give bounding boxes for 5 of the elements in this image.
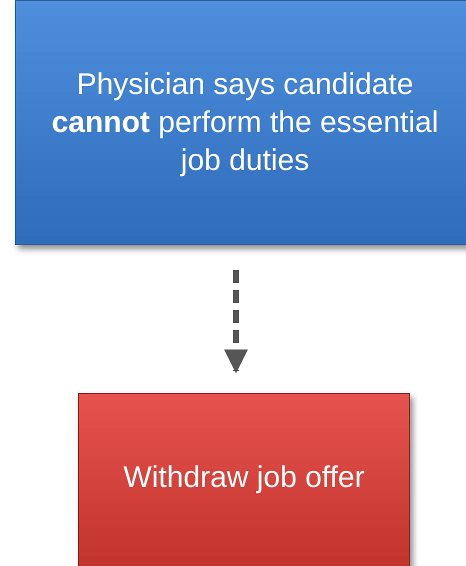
arrow xyxy=(224,270,248,374)
process-box xyxy=(15,0,466,245)
box-text: Physician says candidate cannot perform the essential job duties xyxy=(50,66,440,178)
process-box xyxy=(78,393,410,566)
box-text: Withdraw job offer xyxy=(123,460,365,496)
